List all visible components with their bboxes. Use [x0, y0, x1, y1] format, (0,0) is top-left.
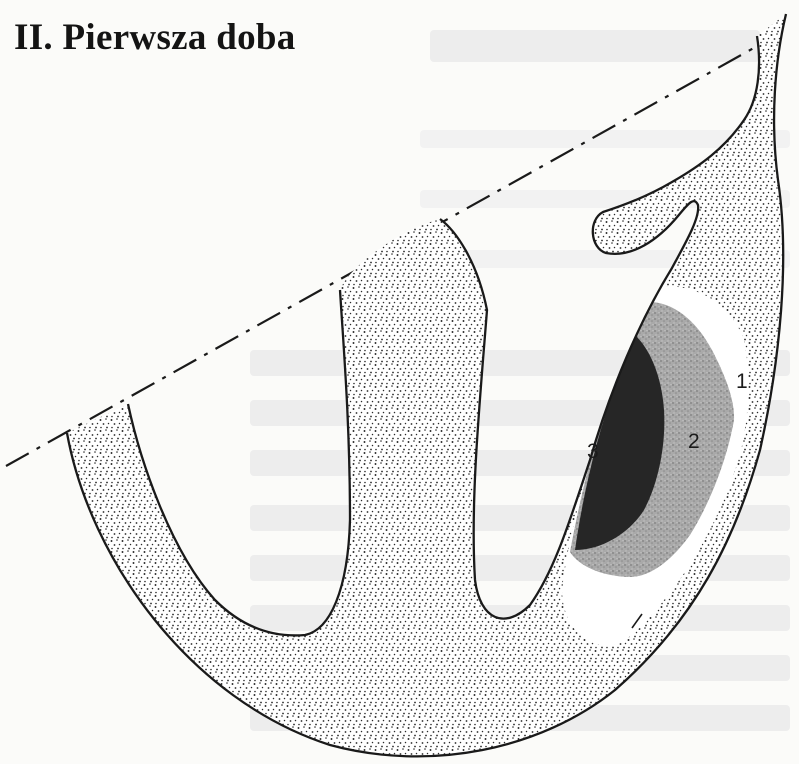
zone-1-label: 1: [736, 370, 748, 393]
zone-3-label: 3: [587, 440, 599, 463]
zone-2-label: 2: [688, 430, 700, 453]
infarct-zones: [562, 286, 748, 646]
